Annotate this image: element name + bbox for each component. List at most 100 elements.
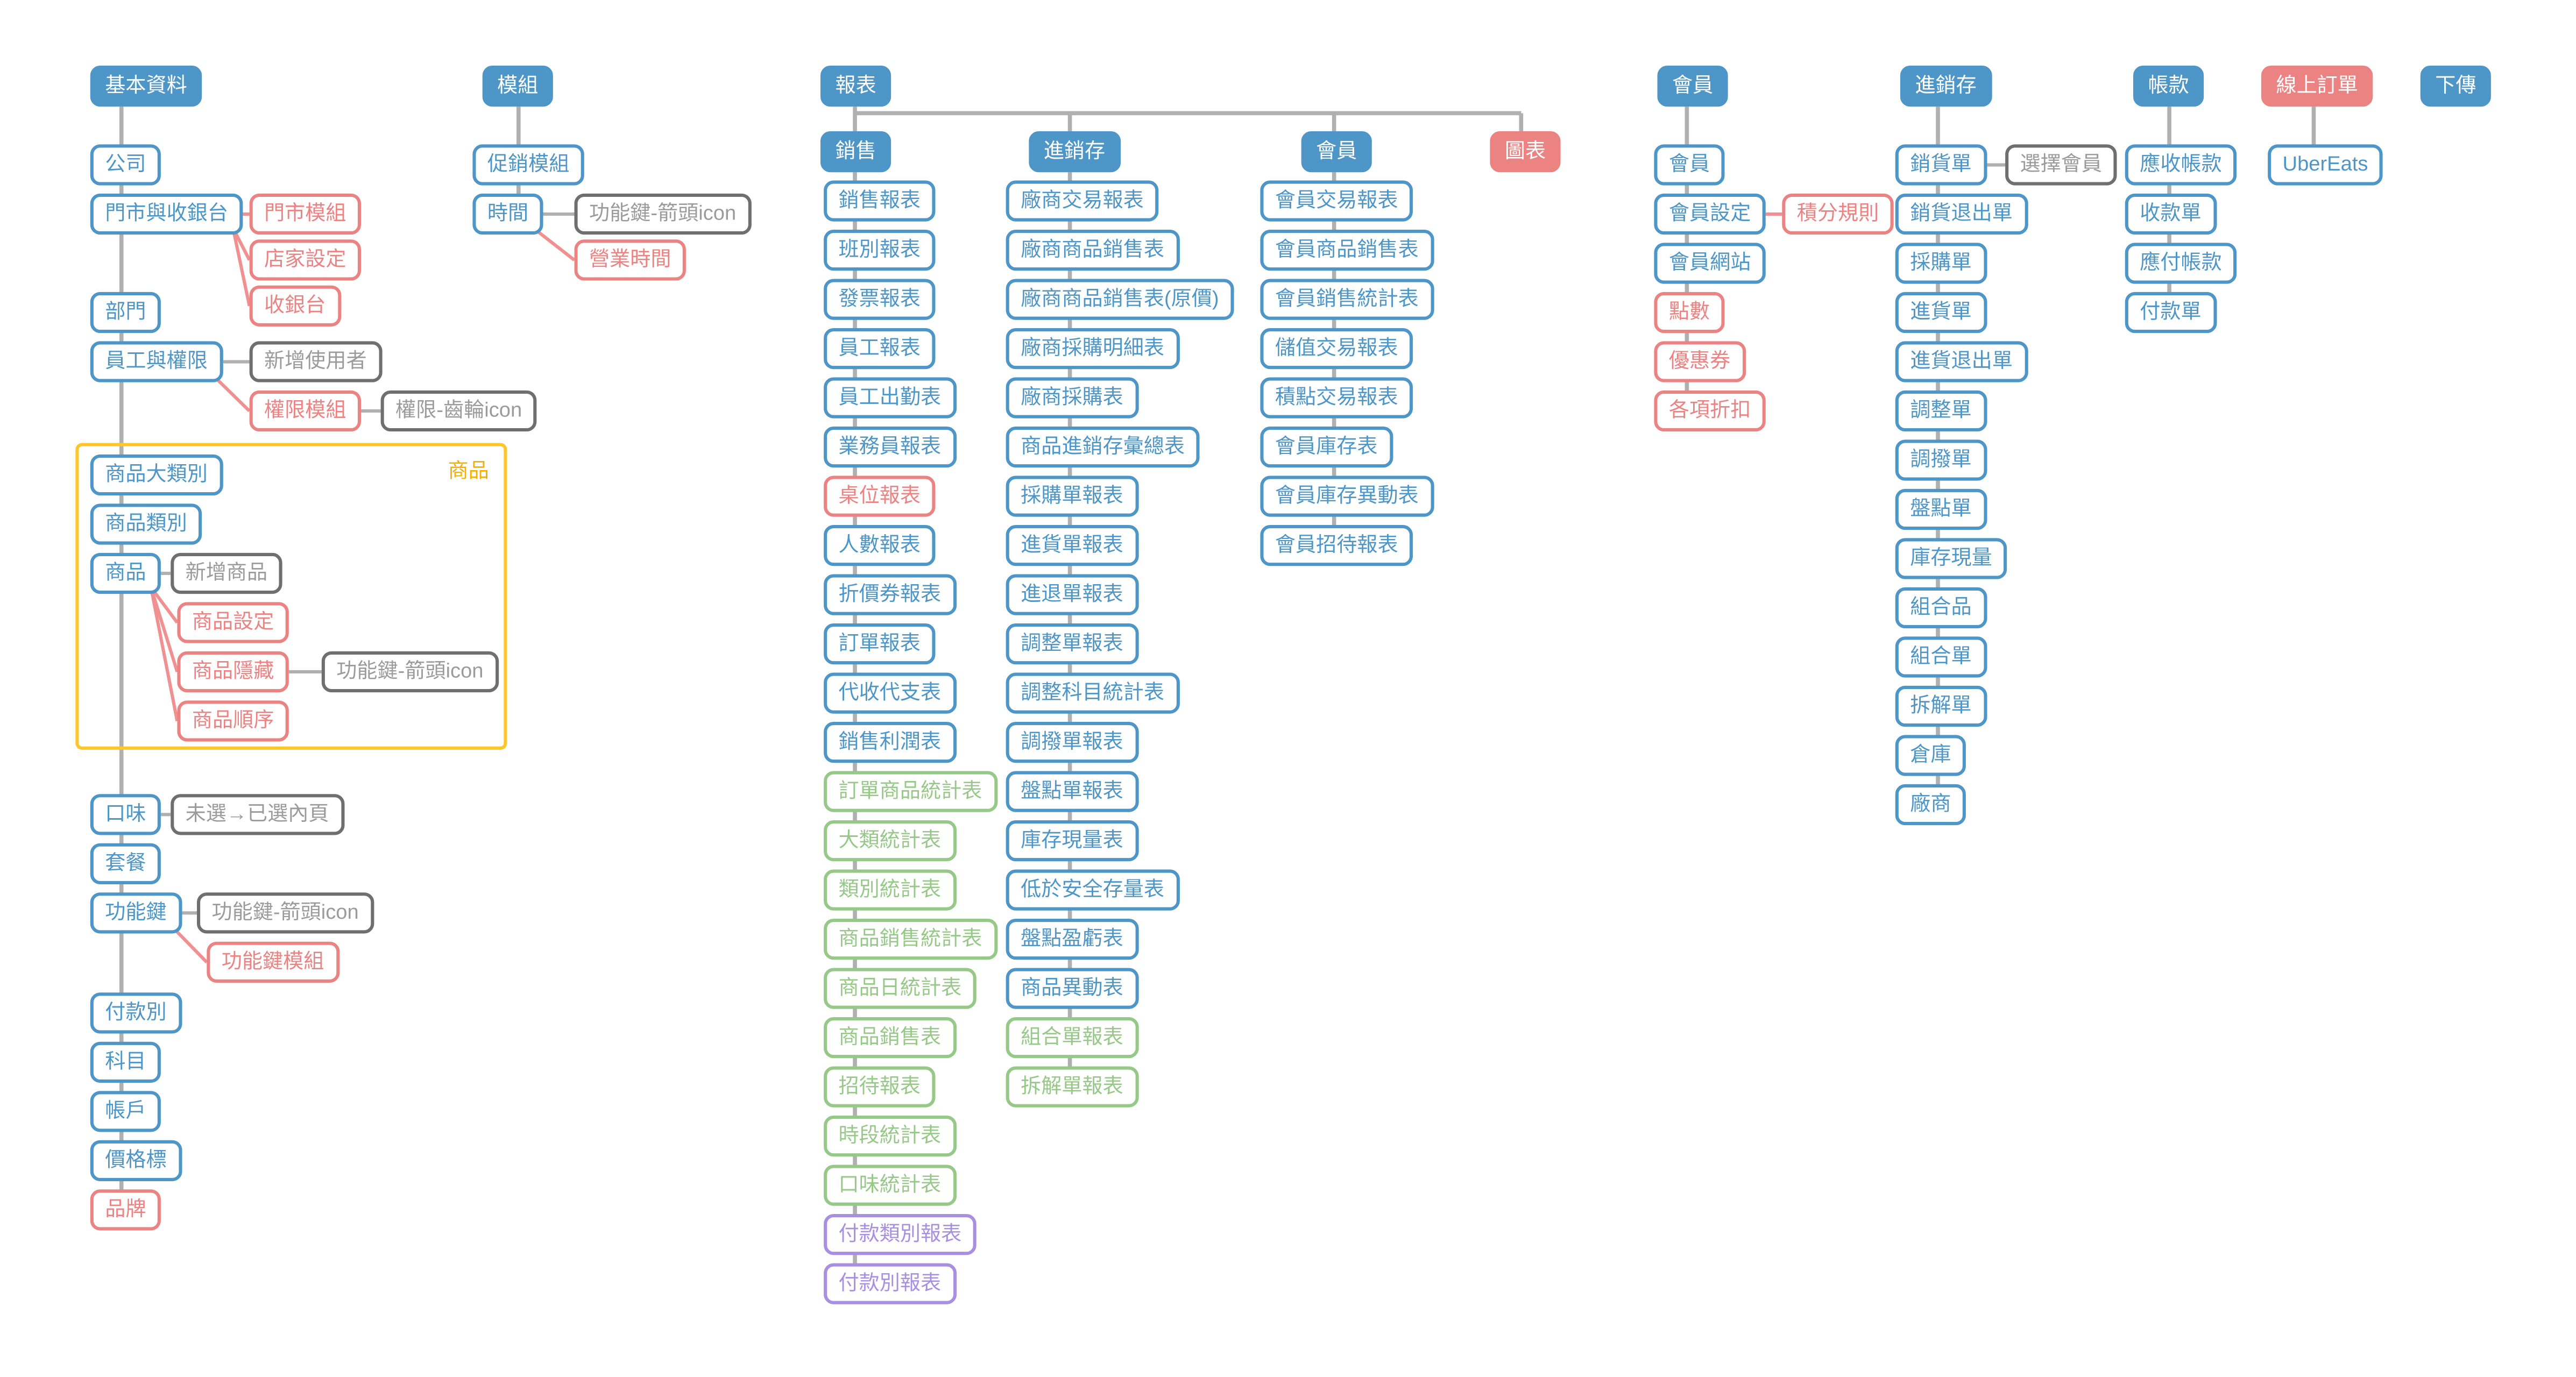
tree-node: 盤點單 [1895, 488, 1987, 529]
tree-node: 付款別報表 [824, 1263, 956, 1304]
tree-node: 商品異動表 [1006, 968, 1138, 1009]
branch-node: 商品隱藏 [177, 651, 289, 692]
tree-node: 桌位報表 [824, 475, 936, 516]
tree-node: 付款別 [90, 992, 182, 1033]
tree-node: 廠商採購表 [1006, 377, 1138, 418]
tree-node: 付款類別報表 [824, 1214, 976, 1254]
tree-node: 庫存現量 [1895, 538, 2007, 579]
tree-node: 訂單報表 [824, 623, 936, 664]
tree-node: 調整單 [1895, 390, 1987, 431]
section-header-basic: 基本資料 [90, 66, 202, 106]
tree-node: 招待報表 [824, 1066, 936, 1107]
tree-node: 組合品 [1895, 587, 1987, 628]
tree-node: 進貨退出單 [1895, 341, 2028, 382]
tree-node: 會員設定 [1654, 193, 1766, 234]
section-header-module: 模組 [482, 66, 553, 106]
branch-node: 商品順序 [177, 700, 289, 741]
tree-node: 商品日統計表 [824, 968, 976, 1009]
tree-node: 廠商商品銷售表 [1006, 230, 1179, 270]
tree-node: 拆解單 [1895, 685, 1987, 726]
report-column-header-chart: 圖表 [1490, 131, 1561, 172]
tree-node: 收款單 [2125, 193, 2217, 234]
section-header-inventory: 進銷存 [1900, 66, 1992, 106]
tree-node: 廠商交易報表 [1006, 180, 1159, 221]
tree-node: 商品 [90, 552, 161, 593]
branch-node: 營業時間 [574, 239, 686, 280]
tree-node: 類別統計表 [824, 869, 956, 910]
tree-node: 採購單 [1895, 243, 1987, 283]
tree-node: 員工出勤表 [824, 377, 956, 418]
tree-node: 商品銷售表 [824, 1017, 956, 1057]
tree-node: 大類統計表 [824, 820, 956, 861]
branch-node: 商品設定 [177, 602, 289, 643]
tree-node: 積點交易報表 [1260, 377, 1413, 418]
tree-node: 倉庫 [1895, 735, 1966, 776]
tree-node: 代收代支表 [824, 672, 956, 713]
tree-node: 會員庫存異動表 [1260, 475, 1434, 516]
branch-node: 積分規則 [1782, 193, 1894, 234]
branch-node: 選擇會員 [2005, 144, 2117, 185]
tree-node: 採購單報表 [1006, 475, 1138, 516]
tree-node: 員工與權限 [90, 341, 223, 382]
tree-node: 班別報表 [824, 230, 936, 270]
branch-node: 功能鍵-箭頭icon [197, 892, 374, 933]
tree-node: 調整科目統計表 [1006, 672, 1179, 713]
tree-node: 低於安全存量表 [1006, 869, 1179, 910]
tree-node: 商品進銷存彙總表 [1006, 427, 1200, 467]
section-header-report: 報表 [820, 66, 891, 106]
branch-node: 功能鍵-箭頭icon [574, 193, 751, 234]
tree-node: 發票報表 [824, 279, 936, 320]
tree-node: 應收帳款 [2125, 144, 2237, 185]
branch-node: 功能鍵模組 [207, 941, 339, 982]
tree-node: 廠商採購明細表 [1006, 328, 1179, 368]
tree-node: 付款單 [2125, 292, 2217, 332]
tree-node: 盤點盈虧表 [1006, 919, 1138, 959]
tree-node: 會員 [1654, 144, 1725, 185]
tree-node: 調撥單 [1895, 439, 1987, 480]
tree-node: 商品類別 [90, 503, 202, 544]
tree-node: 會員招待報表 [1260, 525, 1413, 565]
tree-node: 銷貨退出單 [1895, 193, 2028, 234]
tree-node: 人數報表 [824, 525, 936, 565]
tree-node: 調撥單報表 [1006, 722, 1138, 762]
tree-node: 銷售報表 [824, 180, 936, 221]
tree-node: 會員商品銷售表 [1260, 230, 1434, 270]
section-header-download: 下傳 [2420, 66, 2491, 106]
tree-node: 拆解單報表 [1006, 1066, 1138, 1107]
report-column-header-inventory-reports: 進銷存 [1029, 131, 1120, 172]
tree-node: 商品大類別 [90, 454, 223, 495]
branch-node: 店家設定 [249, 239, 362, 280]
tree-node: 功能鍵 [90, 892, 182, 933]
branch-node: 功能鍵-箭頭icon [321, 651, 498, 692]
tree-node: 庫存現量表 [1006, 820, 1138, 861]
branch-node: 權限模組 [249, 390, 362, 431]
section-header-online-orders: 線上訂單 [2261, 66, 2373, 106]
tree-node: 盤點單報表 [1006, 771, 1138, 812]
branch-node: 新增使用者 [249, 341, 382, 382]
tree-node: 員工報表 [824, 328, 936, 368]
tree-node: 帳戶 [90, 1091, 161, 1131]
tree-node: 時段統計表 [824, 1116, 956, 1156]
tree-node: 業務員報表 [824, 427, 956, 467]
tree-node: 組合單報表 [1006, 1017, 1138, 1057]
branch-node: 門市模組 [249, 193, 362, 234]
tree-node: 儲值交易報表 [1260, 328, 1413, 368]
tree-node: 點數 [1654, 292, 1725, 332]
group-box-label: 商品 [448, 459, 489, 482]
tree-node: 促銷模組 [472, 144, 584, 185]
report-column-header-sales: 銷售 [820, 131, 891, 172]
tree-node: 各項折扣 [1654, 390, 1766, 431]
tree-node: 進貨單報表 [1006, 525, 1138, 565]
tree-node: 口味統計表 [824, 1165, 956, 1205]
branch-node: 收銀台 [249, 285, 341, 326]
tree-node: 套餐 [90, 843, 161, 884]
tree-node: 價格標 [90, 1140, 182, 1181]
tree-node: 會員網站 [1654, 243, 1766, 283]
tree-node: 進退單報表 [1006, 574, 1138, 615]
branch-node: 未選→已選內頁 [171, 794, 344, 834]
tree-node: 口味 [90, 794, 161, 834]
tree-node: 廠商 [1895, 784, 1966, 825]
tree-node: 折價券報表 [824, 574, 956, 615]
